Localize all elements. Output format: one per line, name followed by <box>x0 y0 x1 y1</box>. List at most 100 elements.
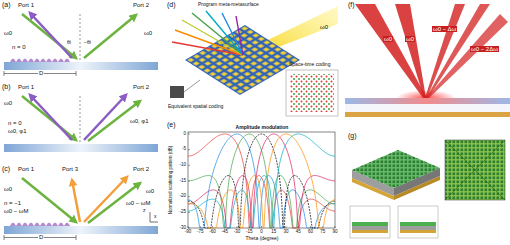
axis-tick <box>286 226 287 228</box>
art-line <box>80 96 81 142</box>
art-rect <box>445 140 505 200</box>
art-line <box>72 180 80 222</box>
panel-d-art <box>170 6 338 116</box>
tick-label: -15 <box>246 230 253 235</box>
art-rect <box>185 25 300 95</box>
period-label: D <box>38 70 44 76</box>
art-line <box>22 14 76 58</box>
art-line <box>236 16 243 55</box>
pattern-curve <box>188 134 335 228</box>
art-rect <box>170 86 184 98</box>
panel-a-art <box>4 13 158 76</box>
pattern-curve <box>188 134 335 228</box>
axis-tick <box>188 134 190 135</box>
art-line <box>30 13 72 58</box>
panel-letter: (g) <box>348 132 357 139</box>
art-rect <box>345 104 510 112</box>
port-label: Port 3 <box>62 166 78 172</box>
art-line <box>4 71 5 76</box>
art-rect <box>445 140 505 200</box>
art-line <box>4 235 5 240</box>
art-rect <box>350 206 390 238</box>
port-label: Port 1 <box>18 2 34 8</box>
frequency-label: ω0 <box>4 186 12 192</box>
art-path <box>10 223 70 227</box>
frequency-label: ω0 <box>383 36 393 42</box>
pattern-curve <box>188 134 335 228</box>
order-label: n = 0 <box>8 120 22 126</box>
art-rect <box>352 222 388 226</box>
art-line <box>206 11 243 55</box>
frequency-label: ω0 − Δω <box>432 26 457 32</box>
panel-letter: (e) <box>167 121 176 128</box>
frequency-label: ω0 <box>144 30 152 36</box>
axis-tick <box>335 226 336 228</box>
panel-letter: (f) <box>348 1 355 8</box>
tick-label: -10 <box>179 163 186 168</box>
art-rect <box>4 144 158 152</box>
axis-tick <box>188 165 190 166</box>
pattern-curve <box>188 134 335 228</box>
tick-label: -5 <box>182 147 186 152</box>
art-line <box>22 178 76 222</box>
art-rect <box>345 98 510 104</box>
panel-g-art <box>350 140 505 238</box>
frequency-label: ω0 <box>4 100 12 106</box>
axis-title: Theta (degree) <box>245 236 278 241</box>
axis-tick <box>188 196 190 197</box>
frequency-label: ω0, φ1 <box>130 118 149 124</box>
frequency-label: ω0 <box>4 30 12 36</box>
axis-title: Normalized scattering pattern (dB) <box>169 146 174 215</box>
panel-letter: (c) <box>2 165 10 172</box>
tick-label: -75 <box>197 230 204 235</box>
art-rect <box>352 230 388 233</box>
axis-tick <box>188 134 335 228</box>
art-line <box>150 212 151 222</box>
angle-label: θi <box>67 40 71 45</box>
axis-tick <box>188 228 190 229</box>
frequency-label: ω0 − ωM <box>126 200 151 206</box>
axis-letter: x <box>154 214 157 219</box>
panel-c-art <box>4 177 158 240</box>
art-g <box>185 25 300 95</box>
art-line <box>192 13 243 55</box>
art-polygon <box>352 150 440 188</box>
art-line <box>84 15 136 58</box>
axis-tick <box>188 149 190 150</box>
art-polygon <box>355 4 427 98</box>
art-rect <box>400 230 436 233</box>
art-line <box>445 140 505 200</box>
axis-tick <box>237 226 238 228</box>
art-line <box>80 14 81 60</box>
art-line <box>76 235 77 240</box>
pattern-curve <box>188 134 335 228</box>
tick-label: -25 <box>179 210 186 215</box>
panel-letter: (b) <box>2 83 11 90</box>
tick-label: -45 <box>221 230 228 235</box>
art-rect <box>345 112 510 117</box>
art-polygon <box>426 14 508 99</box>
frequency-label: ω0, φ1 <box>8 128 27 134</box>
frequency-label: ω0 <box>146 188 154 194</box>
panel-e-art <box>188 132 335 228</box>
part-label: Equivalent spatial coding <box>168 104 223 109</box>
art-rect <box>188 132 335 228</box>
axis-tick <box>188 212 190 213</box>
art-line <box>222 13 243 55</box>
tick-label: -30 <box>179 226 186 231</box>
frequency-label: ω0 − ωM <box>4 208 29 214</box>
tick-label: 90 <box>332 230 337 235</box>
port-label: Port 1 <box>18 166 34 172</box>
panel-f-art <box>345 4 510 117</box>
tick-label: -60 <box>209 230 216 235</box>
art-rect <box>400 226 436 230</box>
order-label: n = −1 <box>4 200 21 206</box>
art-line <box>184 80 200 92</box>
axis-tick <box>188 226 189 228</box>
order-label: n = 0 <box>12 44 26 50</box>
part-label: Program meta-metasurface <box>198 2 259 7</box>
pattern-curve <box>188 134 335 228</box>
